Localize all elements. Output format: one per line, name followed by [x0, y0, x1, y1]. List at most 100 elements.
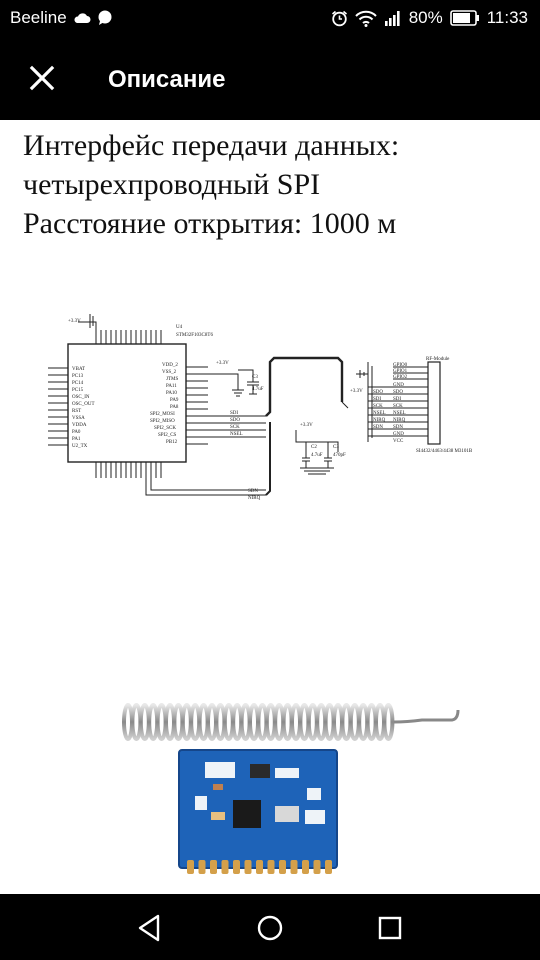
module-pad: [233, 860, 240, 874]
page-title: Описание: [108, 66, 226, 93]
rf-pin-label: GND: [393, 383, 404, 388]
mcu-pin-label: SPI2_MISO: [150, 419, 175, 424]
net-label: NIRQ: [248, 496, 261, 501]
module-pad: [279, 860, 286, 874]
rf-pin-label: GPIO1: [393, 369, 408, 374]
mcu-pin-label: PA10: [166, 391, 177, 396]
mcu-pin-label: SPI2_CS: [158, 433, 177, 438]
module-pad: [325, 860, 332, 874]
mcu-designator: U4: [176, 325, 183, 330]
net-label: SDI: [230, 411, 238, 416]
mcu-part-number: STM32F103C8T6: [176, 333, 213, 338]
wifi-icon: [354, 10, 377, 27]
mcu-pin-label: U2_TX: [72, 444, 88, 449]
status-bar: Beeline 80%: [0, 0, 540, 36]
mcu-pin-label: OSC_OUT: [72, 402, 95, 407]
close-icon: [29, 65, 55, 91]
rf-pin-label: GPIO0: [393, 363, 408, 368]
rf-pin-label: SDI: [393, 397, 401, 402]
module-pad: [302, 860, 309, 874]
net-label: SCK: [230, 425, 240, 430]
battery-percent: 80%: [408, 8, 443, 27]
vcc-label: +3.3V: [350, 389, 363, 394]
rf-pin-label: SDN: [393, 425, 403, 430]
mcu-pin-label: PA1: [72, 437, 81, 442]
net-label: NSEL: [230, 432, 243, 437]
net-label: SDN: [248, 489, 258, 494]
mcu-pin-label: PA11: [166, 384, 177, 389]
module-pad: [313, 860, 321, 874]
battery-icon: [449, 10, 479, 26]
module-pad: [267, 860, 275, 874]
description-content: Интерфейс передачи данных: четырехпровод…: [0, 120, 540, 894]
description-line: Расстояние открытия: 1000 м: [23, 207, 397, 240]
module-pad: [256, 860, 263, 874]
mcu-pin-label: VDD_2: [162, 363, 178, 368]
back-icon: [138, 914, 160, 942]
signal-icon: [384, 11, 400, 26]
vcc-label: +3.3V: [216, 361, 229, 366]
back-button[interactable]: [130, 908, 170, 948]
schematic-image: GPIO0 GPIO1 GPIO2 GND SDO SDI SCK NSEL N…: [48, 314, 473, 501]
mcu-pin-label: VSSA: [72, 416, 85, 421]
cap-value: 470pF: [333, 453, 346, 458]
rf-pin-label: NSEL: [393, 411, 406, 416]
navigation-bar: [0, 894, 540, 960]
net-label: NIRQ: [373, 418, 386, 423]
rf-pin-label: NIRQ: [393, 418, 406, 423]
mcu-pin-label: VDDA: [72, 423, 87, 428]
antenna-image: [122, 703, 460, 741]
vcc-label: +3.3V: [300, 423, 313, 428]
clock: 11:33: [486, 8, 528, 27]
close-button[interactable]: [22, 58, 62, 98]
mcu-pin-label: PC14: [72, 381, 84, 386]
description-line: Интерфейс передачи данных:: [23, 129, 400, 162]
mcu-pin-label: PA8: [170, 405, 179, 410]
mcu-pin-label: JTMS: [166, 377, 178, 382]
net-label: SDI: [373, 397, 381, 402]
description-line: четырехпроводный SPI: [23, 168, 321, 201]
cap-label: C2: [311, 445, 317, 450]
description-text: Интерфейс передачи данных: четырехпровод…: [23, 126, 523, 243]
rf-module-part: SI4432/4463/4438 M3101B: [416, 449, 473, 454]
mcu-pin-label: PC15: [72, 388, 84, 393]
vcc-label: +3.3V: [68, 319, 81, 324]
rf-pin-label: SDO: [393, 390, 403, 395]
module-pad: [244, 860, 252, 874]
net-label: SDO: [373, 390, 383, 395]
cap-label: C3: [333, 445, 339, 450]
cap-value: 4.7uF: [311, 453, 323, 458]
recents-button[interactable]: [370, 908, 410, 948]
rf-pin-label: SCK: [393, 404, 403, 409]
carrier-name: Beeline: [10, 8, 67, 27]
mcu-pin-label: OSC_IN: [72, 395, 90, 400]
mcu-pin-label: RST: [72, 409, 81, 414]
alarm-icon: [331, 10, 347, 26]
cloud-icon: [74, 13, 91, 23]
mcu-pin-label: VBAT: [72, 367, 85, 372]
rf-module-label: RF-Module: [426, 357, 450, 362]
module-pad: [290, 860, 298, 874]
net-label: SDO: [230, 418, 240, 423]
rf-pin-label: GPIO2: [393, 375, 408, 380]
chat-bubble-icon: [98, 10, 112, 25]
mcu-pin-label: SPI2_SCK: [154, 426, 176, 431]
mcu-pin-label: PA9: [170, 398, 179, 403]
mcu-pin-label: PB12: [166, 440, 178, 445]
app-toolbar: Описание: [0, 36, 540, 120]
net-label: SDN: [373, 425, 383, 430]
mcu-pin-label: PA0: [72, 430, 81, 435]
mcu-pin-label: PC13: [72, 374, 84, 379]
home-button[interactable]: [250, 908, 290, 948]
module-pad: [198, 860, 206, 874]
mcu-pin-label: VSS_2: [162, 370, 177, 375]
mcu-pin-label: SPI2_MOSI: [150, 412, 175, 417]
net-label: NSEL: [373, 411, 386, 416]
cap-value: 4.7uF: [252, 387, 264, 392]
net-label: SCK: [373, 404, 383, 409]
home-icon: [257, 915, 283, 941]
antenna-coil: [382, 703, 395, 741]
module-pad: [210, 860, 217, 874]
rf-pin-label: GND: [393, 432, 404, 437]
rf-module-image: [178, 749, 338, 874]
